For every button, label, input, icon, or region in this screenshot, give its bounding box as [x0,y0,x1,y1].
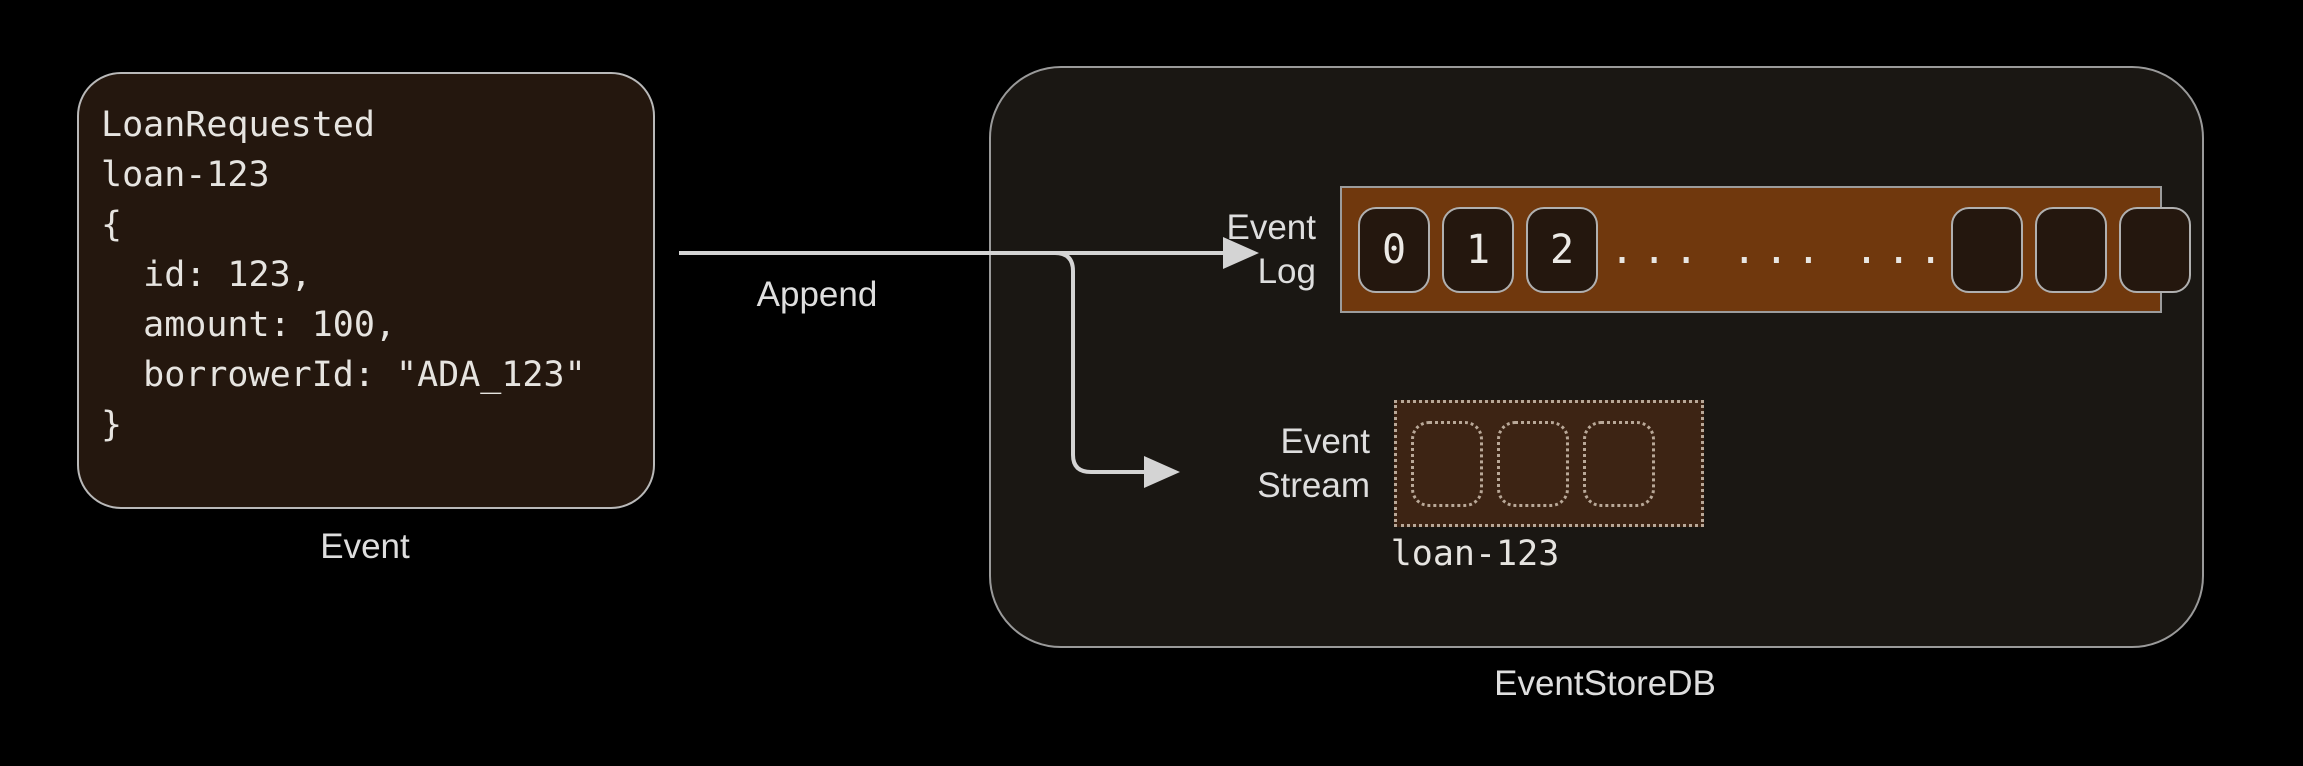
event-stream-cell-empty[interactable] [1497,420,1569,507]
ellipsis-group: ... [1854,226,1951,273]
event-stream-caption: loan-123 [1390,534,1560,574]
event-stream-band [1394,400,1704,527]
event-log-label: Event Log [1226,207,1317,291]
event-log-cell[interactable]: 0 [1358,206,1430,293]
event-card-caption: Event [320,527,410,566]
event-stream-cell-empty[interactable] [1411,420,1483,507]
event-log-band: 0 1 2 ... ... ... [1340,186,2191,313]
event-card: LoanRequested loan-123 { id: 123, amount… [77,72,655,509]
event-log-row: Event Log 0 1 2 ... ... ... [1200,186,2191,313]
append-arrow-label: Append [756,275,878,314]
event-log-cell-empty[interactable] [2118,206,2191,293]
eventstoredb-caption: EventStoreDB [1494,664,1716,703]
ellipsis-group: ... [1732,226,1829,273]
event-log-cell[interactable]: 2 [1526,206,1598,293]
event-log-cell[interactable]: 1 [1442,206,1514,293]
event-stream-row: Event Stream [1200,400,1704,527]
event-log-cell-empty[interactable] [2034,206,2107,293]
eventstoredb-container [989,66,2204,648]
event-stream-label: Event Stream [1257,421,1370,505]
event-log-ellipsis: ... ... ... [1610,230,1951,270]
event-payload-code: LoanRequested loan-123 { id: 123, amount… [101,105,586,445]
event-log-cell-empty[interactable] [1950,206,2023,293]
event-stream-cell-empty[interactable] [1583,420,1655,507]
ellipsis-group: ... [1610,226,1707,273]
